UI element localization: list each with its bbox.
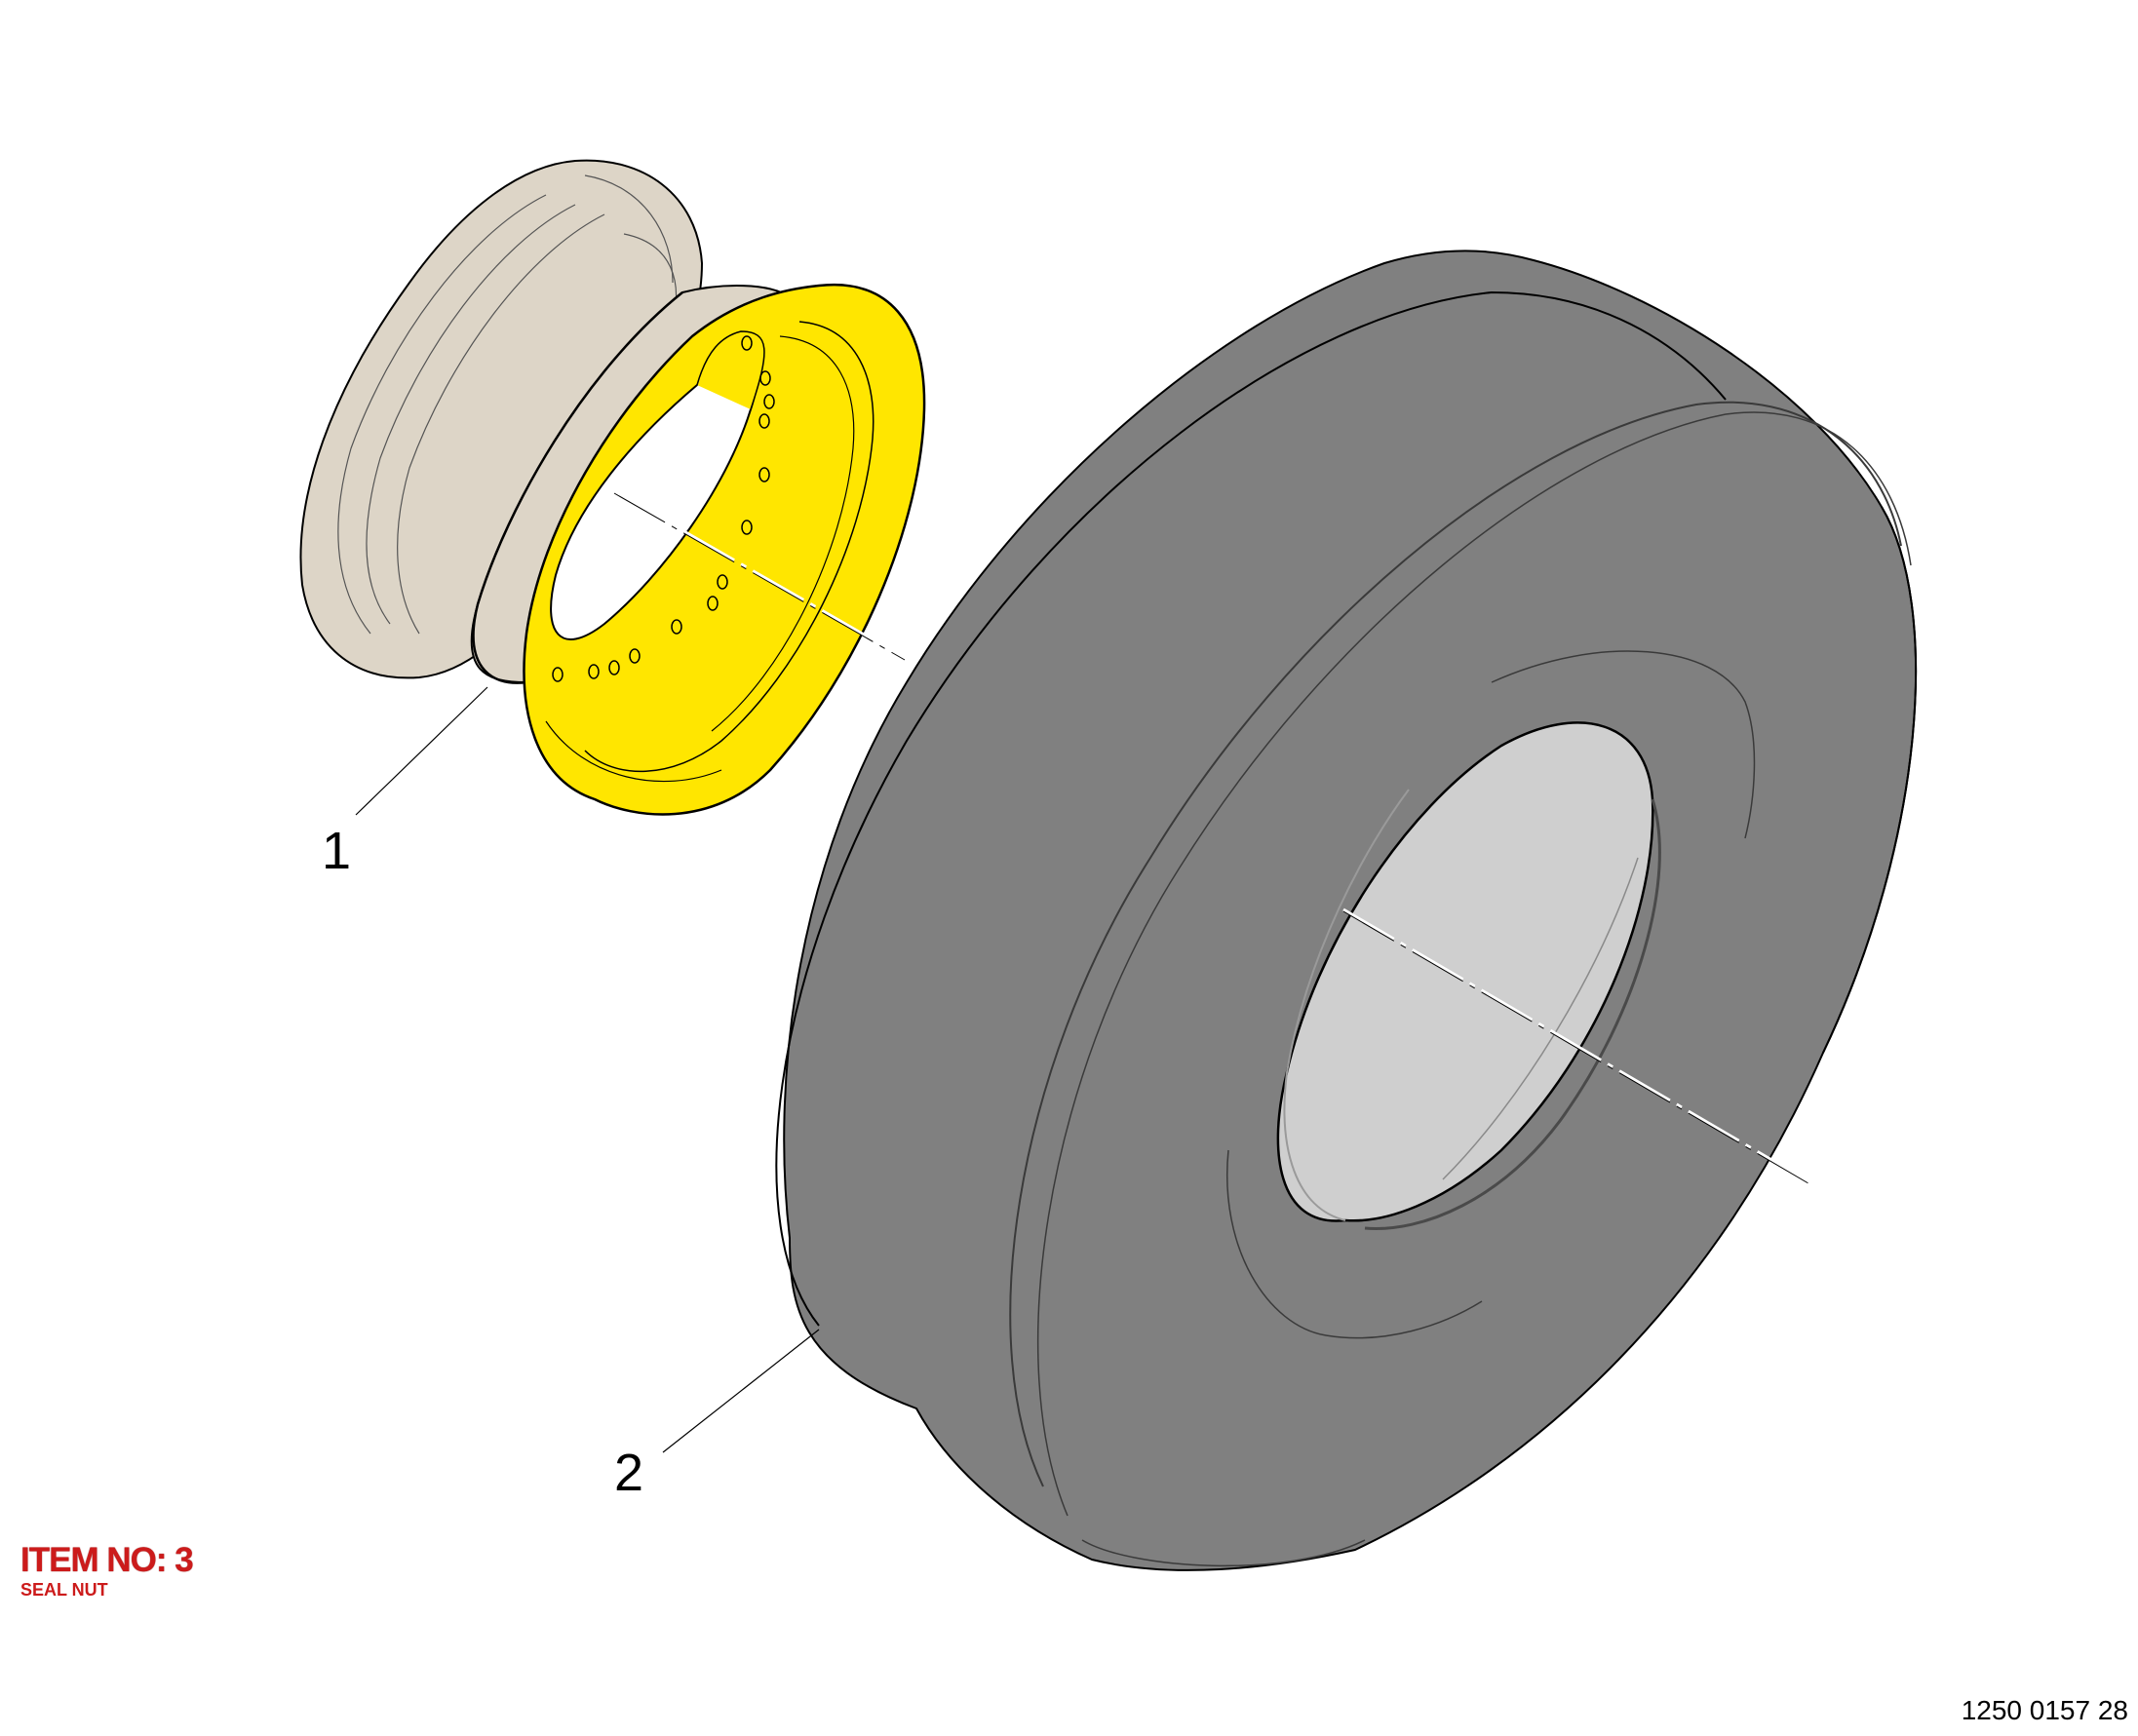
rim-rib-2: [337, 194, 547, 635]
tire-sidewall-arc-top: [1491, 650, 1756, 839]
rim-ring-inner-step-2: [711, 335, 855, 732]
rim-bolt-holes: [552, 335, 775, 682]
tire-bore-inner-shadow: [1283, 789, 1410, 1221]
tire-bore-rim-edge: [1364, 798, 1661, 1230]
tire-axis-line: [1342, 907, 1814, 1186]
rim-ring-bottom-edge: [545, 720, 722, 783]
item-number-label: ITEM NO: 3: [20, 1541, 194, 1579]
wheel-rim-illustration: [299, 159, 926, 816]
rim-ring-inner-step: [584, 321, 875, 773]
tire-tread-line-3: [1081, 1539, 1366, 1567]
bolt-hole: [671, 619, 682, 635]
drawing-number: 1250 0157 28: [1961, 1695, 2128, 1725]
bolt-hole: [588, 664, 600, 679]
bolt-hole: [629, 648, 641, 664]
tire-sidewall-arc-bottom: [1226, 1149, 1483, 1339]
bolt-hole: [717, 574, 728, 590]
tire-illustration: [775, 250, 1918, 1571]
callout-tire-number: 2: [614, 1444, 644, 1502]
tire-front-face: [775, 290, 1727, 1327]
rim-rear-flange: [299, 159, 704, 679]
tire-axis-line-dark: [1342, 910, 1814, 1187]
tire-tread-line: [1009, 401, 1902, 1487]
rim-ring-outer: [523, 283, 926, 816]
bolt-hole: [759, 370, 771, 386]
rim-barrel-edge: [472, 291, 683, 684]
item-description-label: SEAL NUT: [20, 1580, 108, 1600]
rim-ring-opening-rim: [696, 330, 765, 410]
tire-bore: [1276, 721, 1654, 1222]
bolt-hole: [741, 335, 753, 351]
leader-line-1: [355, 686, 488, 816]
tire-body: [783, 250, 1918, 1571]
rim-rib-3: [366, 204, 576, 625]
bolt-hole: [707, 596, 719, 611]
bolt-hole: [741, 520, 753, 535]
bolt-hole: [608, 660, 620, 675]
bolt-hole: [758, 413, 770, 429]
bolt-hole: [763, 394, 775, 409]
rim-ring-illustration: [523, 283, 926, 816]
bolt-hole: [758, 467, 770, 482]
rim-axis-line-dark: [613, 492, 906, 661]
bolt-hole: [552, 667, 564, 682]
rim-axis-line: [613, 489, 906, 660]
tire-front-face-right: [1822, 506, 1918, 1054]
callout-rim-number: 1: [322, 822, 352, 880]
leader-line-2: [662, 1329, 820, 1453]
rim-rib-1: [584, 174, 674, 284]
rim-rib-4: [397, 213, 605, 635]
tire-tread-line-2: [1036, 411, 1912, 1517]
